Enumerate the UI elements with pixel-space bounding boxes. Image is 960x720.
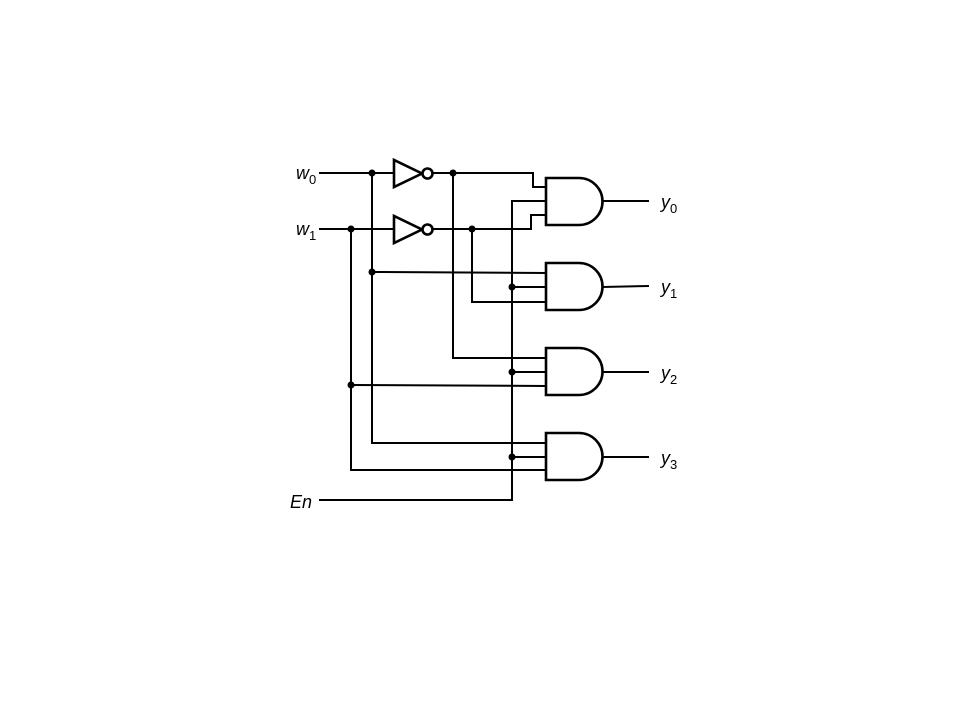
junction-dot <box>508 453 516 461</box>
output-label-y1: y1 <box>659 277 677 301</box>
junction-dot <box>508 368 516 376</box>
output-label-y2: y2 <box>659 363 677 387</box>
junction-dot <box>468 225 476 233</box>
junction-dot <box>449 169 457 177</box>
and-gate-2 <box>544 346 604 397</box>
wire-y1 <box>601 284 650 289</box>
wire-en <box>319 200 547 501</box>
not-gate-w0 <box>392 157 434 190</box>
wire-gate1-in1 <box>370 270 548 275</box>
input-label-w1: w1 <box>296 219 316 243</box>
wire-gate2-in3 <box>349 383 548 388</box>
output-label-y3: y3 <box>659 448 677 472</box>
junction-dot <box>347 381 355 389</box>
wire-not-w0 <box>432 172 547 188</box>
and-gate-3 <box>544 431 604 482</box>
junction-dot <box>508 283 516 291</box>
and-gate-0 <box>544 176 604 227</box>
input-label-w0: w0 <box>296 163 316 187</box>
junction-dot <box>368 268 376 276</box>
junction-dot <box>347 225 355 233</box>
input-label-en: En <box>290 492 312 512</box>
wire-not-w1 <box>432 214 547 230</box>
not-gate-w1 <box>392 213 434 246</box>
output-label-y0: y0 <box>659 192 677 216</box>
and-gate-1 <box>544 261 604 312</box>
junction-dot <box>368 169 376 177</box>
